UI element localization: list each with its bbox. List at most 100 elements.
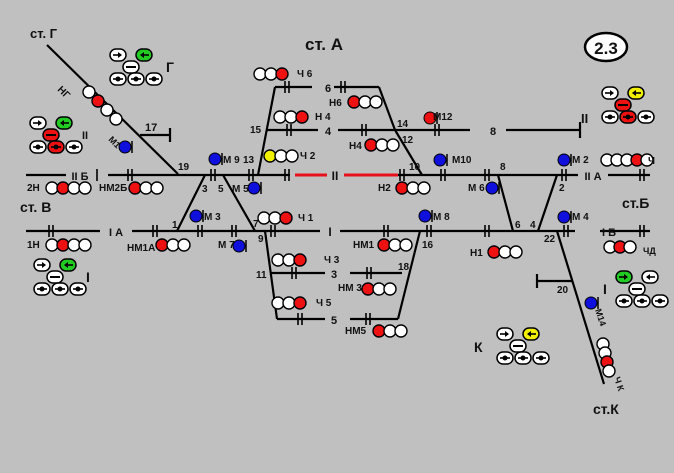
switch-9[interactable]: 9 <box>258 234 264 245</box>
signal-m3[interactable] <box>189 209 204 223</box>
signal-lamp <box>388 238 402 252</box>
signal-m12[interactable] <box>423 111 438 125</box>
signal-n4-top[interactable] <box>273 110 309 124</box>
signal-nm3-label: НМ 3 <box>338 283 362 294</box>
signal-lamp <box>372 324 386 338</box>
signal-ch6[interactable] <box>253 67 289 81</box>
signal-m14[interactable] <box>584 296 599 310</box>
switch-1[interactable]: 1 <box>172 220 178 231</box>
signal-lamp <box>395 181 409 195</box>
signal-ch[interactable] <box>600 153 654 167</box>
signal-m2-label: М 2 <box>572 155 589 166</box>
signal-m1[interactable] <box>118 140 133 154</box>
block-panel-ii-left[interactable] <box>29 116 83 154</box>
signal-lamp <box>557 210 571 224</box>
signal-ch3[interactable] <box>271 253 307 267</box>
signal-labels: НГ М1 М 9 М 5 М 3 М 7 2Н НМ2Б 1Н НМ1А Ч … <box>27 69 656 393</box>
signal-n6-label: Н6 <box>329 98 342 109</box>
signal-m9[interactable] <box>208 152 223 166</box>
signal-h2[interactable] <box>395 181 431 195</box>
switch-20[interactable]: 20 <box>557 285 569 296</box>
signal-ch3-label: Ч 3 <box>324 255 340 266</box>
signal-2n[interactable] <box>45 181 92 195</box>
switch-15[interactable]: 15 <box>250 125 262 136</box>
signal-m10[interactable] <box>433 153 448 167</box>
signal-m4[interactable] <box>557 210 572 224</box>
signal-nm5[interactable] <box>372 324 408 338</box>
switch-11[interactable]: 11 <box>256 270 267 281</box>
signal-lamp <box>640 153 654 167</box>
signal-ng[interactable] <box>82 85 123 126</box>
signal-1n[interactable] <box>45 238 92 252</box>
signal-lamp <box>623 240 637 254</box>
block-panel-k[interactable] <box>496 327 550 365</box>
signal-ch5[interactable] <box>271 296 307 310</box>
signal-m7[interactable] <box>232 239 247 253</box>
switch-10[interactable]: 10 <box>409 162 421 173</box>
block-panel-i-right[interactable] <box>615 270 669 308</box>
station-a-label: ст. А <box>305 35 343 54</box>
signal-ch6-label: Ч 6 <box>297 69 313 80</box>
signal-nm3[interactable] <box>361 282 397 296</box>
switch-numbers: 19 13 3 5 1 7 9 15 11 14 12 10 8 6 4 2 1… <box>172 119 569 296</box>
signal-m4-label: М 4 <box>572 212 589 223</box>
signal-m5[interactable] <box>247 181 262 195</box>
switch-19[interactable]: 19 <box>178 162 190 173</box>
switch-8[interactable]: 8 <box>500 162 506 173</box>
signal-lamp <box>109 112 123 126</box>
signal-lamp <box>375 138 389 152</box>
signal-ch2[interactable] <box>263 149 299 163</box>
switch-13[interactable]: 13 <box>243 155 255 166</box>
signal-ch1-label: Ч 1 <box>298 213 314 224</box>
switch-3[interactable]: 3 <box>202 184 208 195</box>
signal-m6[interactable] <box>485 181 500 195</box>
signal-chk[interactable] <box>596 337 616 378</box>
switch-2[interactable]: 2 <box>559 183 565 194</box>
signal-h1[interactable] <box>487 245 523 259</box>
switch-7[interactable]: 7 <box>253 219 259 230</box>
signal-lamp <box>399 238 413 252</box>
signal-nm2b[interactable] <box>128 181 164 195</box>
switch-6[interactable]: 6 <box>515 220 521 231</box>
signal-chd[interactable] <box>603 240 637 254</box>
signal-n6[interactable] <box>347 95 383 109</box>
block-panel-g[interactable] <box>109 48 163 86</box>
panel-i-right-label: I <box>603 281 607 297</box>
switch-22[interactable]: 22 <box>544 234 556 245</box>
signal-chd-label: ЧД <box>643 246 656 256</box>
signal-nm1a[interactable] <box>155 238 191 252</box>
switch-16[interactable]: 16 <box>422 240 434 251</box>
signal-m9-label: М 9 <box>223 155 240 166</box>
track-6-label: 6 <box>325 83 331 95</box>
switch-14[interactable]: 14 <box>397 119 409 130</box>
track-17-label: 17 <box>145 122 157 134</box>
signal-ch-label: Ч <box>648 156 655 167</box>
block-panel-i-left[interactable] <box>33 258 87 296</box>
panel-g-label: Г <box>166 59 174 75</box>
signal-lamp <box>166 238 180 252</box>
signal-lamp <box>275 67 289 81</box>
signal-lamp <box>364 138 378 152</box>
signal-ch5-label: Ч 5 <box>316 298 332 309</box>
track-iia-label: II А <box>584 171 601 183</box>
badge-label: 2.3 <box>594 39 618 58</box>
signal-lamp <box>433 153 447 167</box>
signal-lamp <box>485 181 499 195</box>
signal-m2[interactable] <box>557 153 572 167</box>
switch-18[interactable]: 18 <box>398 262 410 273</box>
signal-ch1[interactable] <box>257 211 293 225</box>
signal-lamp <box>274 149 288 163</box>
signal-lamp <box>273 110 287 124</box>
signal-nm1[interactable] <box>377 238 413 252</box>
switch-4[interactable]: 4 <box>530 220 536 231</box>
block-panel-ii-right[interactable] <box>601 86 655 124</box>
station-v-label: ст. В <box>20 199 51 215</box>
signal-lamp <box>91 94 105 108</box>
signal-lamp <box>45 238 59 252</box>
signal-n4[interactable] <box>364 138 400 152</box>
signal-lamp <box>347 95 361 109</box>
switch-5[interactable]: 5 <box>218 184 224 195</box>
switch-12[interactable]: 12 <box>402 135 414 146</box>
signal-m8[interactable] <box>418 209 433 223</box>
